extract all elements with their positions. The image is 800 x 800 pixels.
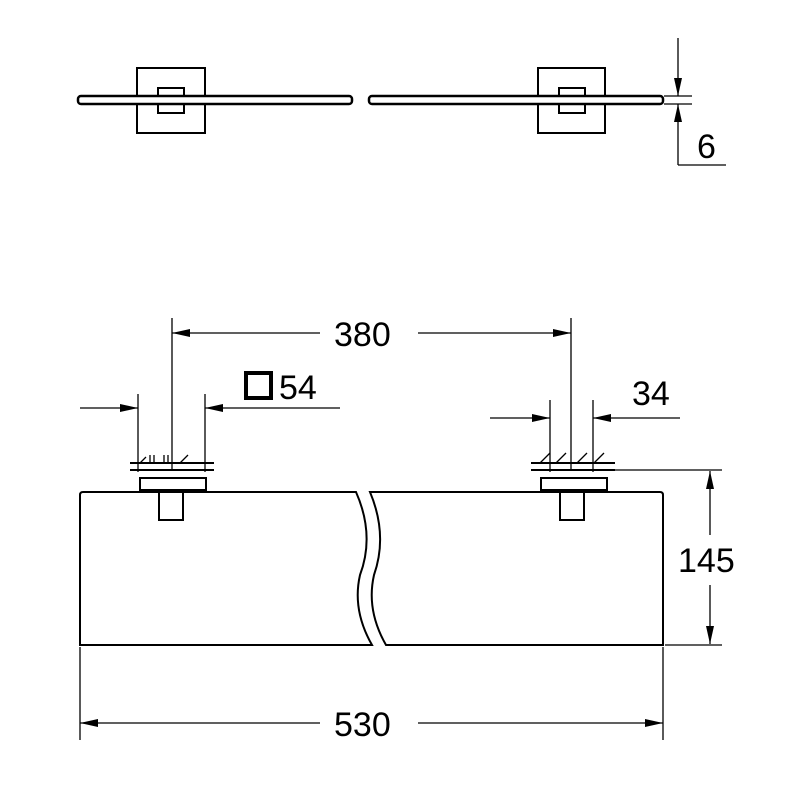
- depth-label: 145: [678, 542, 735, 580]
- shelf-glass-right-front: [368, 491, 664, 646]
- shelf-glass-left-front: [79, 491, 374, 646]
- shelf-glass-left-top: [76, 94, 354, 106]
- front-view: 380 54 34 145 530: [79, 316, 735, 744]
- square-symbol-icon: [244, 371, 273, 400]
- shelf-glass-right-top: [367, 94, 665, 106]
- bracket-spacing-label: 380: [334, 316, 391, 354]
- top-view: 6: [76, 38, 726, 166]
- bracket-depth-label: 34: [632, 375, 670, 413]
- bracket-square-label: 54: [279, 369, 317, 407]
- left-bracket-plate: [139, 477, 207, 491]
- right-bracket-plate: [540, 477, 608, 491]
- width-label: 530: [334, 706, 391, 744]
- thickness-label: 6: [697, 128, 716, 166]
- wall-mount-hatch: [130, 452, 615, 471]
- right-bracket-post: [559, 489, 585, 521]
- left-bracket-post: [158, 489, 184, 521]
